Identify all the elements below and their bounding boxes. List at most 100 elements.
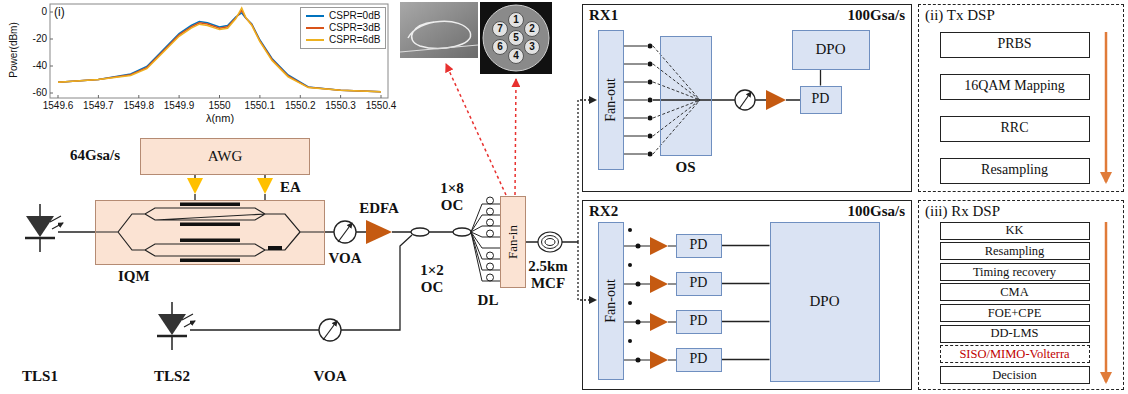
- component-label: EDFA: [359, 200, 399, 217]
- process-box: SISO/MIMO-Volterra: [940, 345, 1090, 363]
- core-number: 4: [513, 50, 519, 62]
- tick-label: -40: [33, 60, 47, 72]
- fiber-strand: [400, 45, 478, 52]
- port-dot: [636, 244, 641, 249]
- voa-arrow: [739, 92, 751, 109]
- connector-line: [722, 321, 770, 322]
- panel-title: (iii) Rx DSP: [925, 203, 1000, 220]
- fiber-wire: [471, 204, 500, 281]
- fan-in-box: Fan-in: [500, 196, 526, 288]
- flow-arrow: [1105, 32, 1108, 182]
- delay-line-coil: [487, 197, 494, 281]
- fiber-photo: [400, 2, 478, 58]
- tick-label: -20: [33, 33, 47, 45]
- process-box: Resampling: [940, 158, 1090, 184]
- switch-dot: [648, 116, 653, 121]
- box-label: Resampling: [985, 244, 1045, 258]
- tick-label: 1550.3: [325, 100, 356, 112]
- legend-text: CSPR=3dB: [329, 22, 380, 34]
- component-label: TLS1: [22, 368, 58, 385]
- fiber-core: [509, 49, 524, 64]
- switch-dot: [648, 152, 653, 157]
- fiber-wire: [58, 231, 95, 232]
- tick-label: 1549.6: [43, 100, 74, 112]
- electrode: [180, 203, 240, 207]
- panel-number: (i): [54, 6, 65, 20]
- box-label: Fan-out: [602, 279, 618, 323]
- spectrum-curve: [58, 8, 381, 92]
- photodiode-box: PD: [676, 348, 722, 372]
- connector-line: [722, 283, 770, 284]
- component-label: 1×8 OC: [435, 180, 469, 215]
- plot-frame: [50, 4, 388, 98]
- fiber-core: [525, 22, 540, 37]
- sample-rate-label: 100Gsa/s: [847, 203, 905, 220]
- fiber-wire: [624, 246, 676, 360]
- callout-arrow: [446, 64, 506, 195]
- box-label: PD: [690, 313, 708, 329]
- laser-symbol: [26, 216, 54, 237]
- amplifier-symbol: [650, 237, 668, 369]
- core-number: 5: [513, 32, 519, 44]
- switch-dot: [648, 98, 653, 103]
- tick-label: 1550.1: [245, 100, 276, 112]
- port-dot: [628, 228, 632, 232]
- process-box: Timing recovery: [940, 263, 1090, 281]
- modulator-body: [95, 200, 325, 265]
- fiber-core: [509, 13, 524, 28]
- tick-label: 1549.9: [164, 100, 195, 112]
- fiber-core: [493, 22, 508, 37]
- core-number: 3: [529, 41, 535, 53]
- optical-switch-box: OS: [660, 36, 712, 156]
- fiber-coil: [408, 21, 471, 48]
- legend-line: [306, 27, 324, 29]
- callout-arrow: [515, 79, 516, 195]
- receiver-panel: RX2100Gsa/sFan-outPDPDPDPDDPO: [582, 200, 912, 390]
- photodiode-box: PD: [676, 272, 722, 296]
- box-label: PD: [812, 91, 830, 107]
- box-label: RRC: [1000, 120, 1028, 136]
- component-label: DL: [478, 292, 499, 309]
- spectrum-curve: [58, 11, 381, 92]
- box-label: 16QAM Mapping: [964, 78, 1065, 94]
- cladding: [483, 5, 549, 71]
- fiber-spool: [545, 239, 555, 246]
- legend-text: CSPR=6dB: [329, 34, 380, 46]
- process-box: RRC: [940, 116, 1090, 142]
- tick-label: 1550.4: [366, 100, 397, 112]
- fan-out-box: Fan-out: [598, 30, 624, 170]
- voa-symbol: [319, 319, 341, 341]
- core-number: 1: [513, 14, 519, 26]
- legend-line-sample: [305, 35, 325, 45]
- box-label: Resampling: [981, 162, 1048, 178]
- axis-title: Power(dBm): [8, 22, 20, 78]
- process-box: KK: [940, 222, 1090, 240]
- tick-label: 1550: [208, 100, 230, 112]
- core-number: 2: [529, 23, 535, 35]
- tick-label: 1549.7: [83, 100, 114, 112]
- edfa-symbol: [366, 220, 392, 244]
- port-dot: [628, 339, 632, 343]
- electrode: [180, 239, 240, 243]
- component-label: 2.5km MCF: [525, 258, 571, 293]
- awg-box: AWG: [140, 138, 310, 175]
- box-label: SISO/MIMO-Volterra: [959, 347, 1069, 361]
- fiber-core: [509, 31, 524, 46]
- laser-symbol: [157, 335, 187, 338]
- box-label: PRBS: [997, 36, 1031, 52]
- box-label: KK: [1005, 223, 1023, 237]
- tick-label: 1550.2: [285, 100, 316, 112]
- panel-title: (ii) Tx DSP: [925, 7, 995, 24]
- box-label: OS: [675, 159, 695, 176]
- amplifier-symbol: [187, 178, 203, 194]
- rf-wire: [195, 175, 265, 200]
- component-label: TLS2: [154, 368, 190, 385]
- fiber-wire: [190, 235, 412, 330]
- process-box: Resampling: [940, 242, 1090, 260]
- box-label: Fan-in: [506, 225, 521, 259]
- emission-arrow: [182, 314, 195, 327]
- core-number: 6: [497, 41, 503, 53]
- legend-row: CSPR=3dB: [305, 22, 381, 34]
- electrode: [180, 259, 240, 263]
- dsp-panel: (ii) Tx DSPPRBS 16QAM MappingRRC Resamplin…: [918, 4, 1124, 192]
